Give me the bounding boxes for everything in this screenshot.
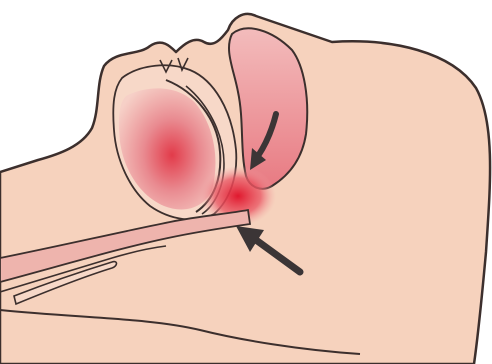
airway-obstruction-illustration — [0, 0, 492, 364]
head-cross-section — [0, 0, 492, 364]
